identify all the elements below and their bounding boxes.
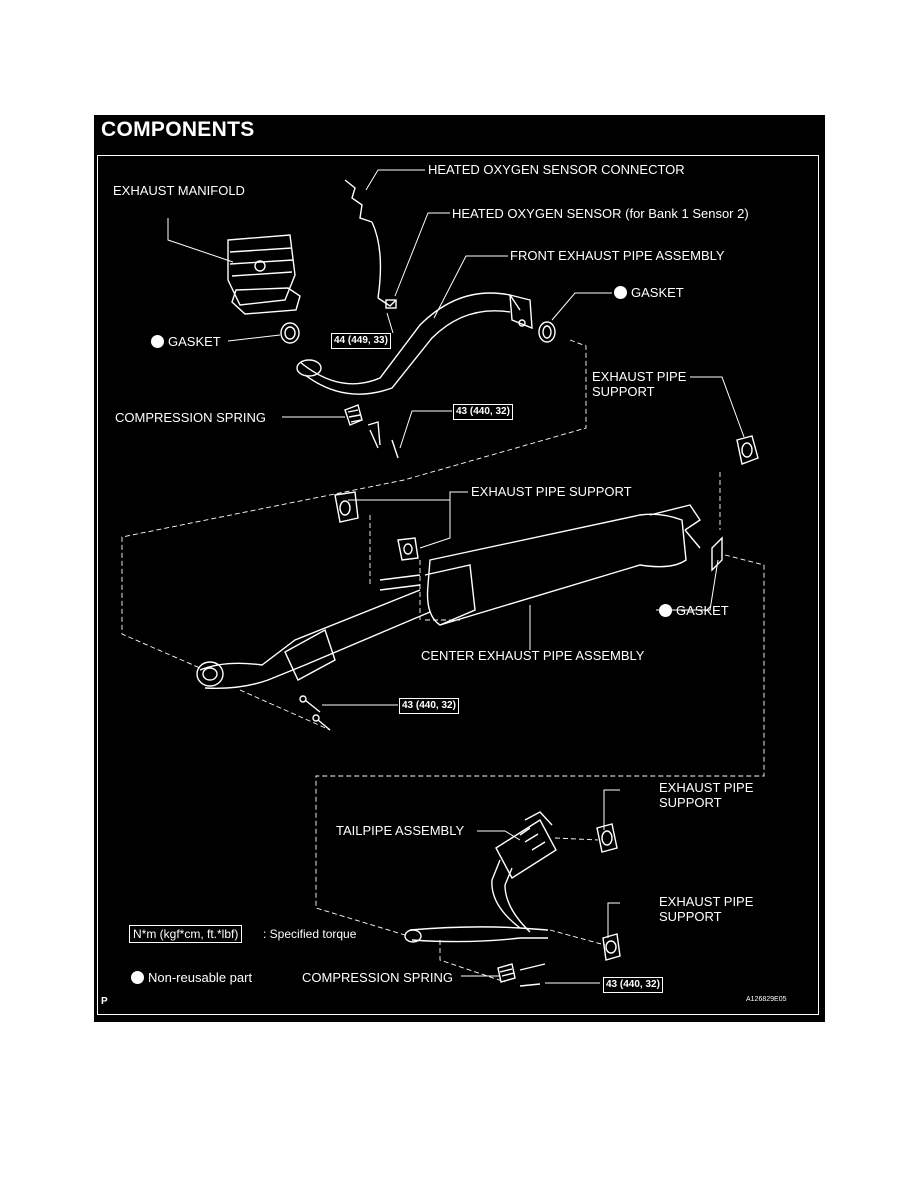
legend-torque-unit: N*m (kgf*cm, ft.*lbf) [129,925,243,943]
label-tailpipe-assembly: TAILPIPE ASSEMBLY [336,823,465,838]
dashed-guides [121,339,765,983]
spring-bolt-shapes-rear [497,963,546,987]
center-exhaust-pipe-shape [196,504,701,689]
diagram-frame [97,155,819,1015]
legend-torque-desc: : Specified torque [263,927,357,941]
non-reusable-dot-icon [614,286,627,299]
label-exhaust-pipe-support-1: EXHAUST PIPE SUPPORT [592,369,687,399]
center-bolts-shape [299,695,331,731]
label-compression-spring-1: COMPRESSION SPRING [115,410,266,425]
exhaust-manifold-shape [227,234,301,315]
leader-lines [167,169,745,984]
torque-box-4: 43 (440, 32) [603,977,663,993]
page-title: COMPONENTS [101,118,255,141]
label-exhaust-pipe-support-2: EXHAUST PIPE SUPPORT [471,484,632,499]
gasket-shapes [280,321,723,572]
torque-box-2: 43 (440, 32) [453,404,513,420]
label-gasket-left: GASKET [151,334,221,349]
front-exhaust-pipe-shape [296,292,533,395]
label-heated-oxygen-sensor-connector: HEATED OXYGEN SENSOR CONNECTOR [428,162,685,177]
torque-box-1: 44 (449, 33) [331,333,391,349]
non-reusable-dot-icon [659,604,672,617]
diagram-panel [94,115,825,1022]
non-reusable-dot-icon [151,335,164,348]
non-reusable-dot-icon [131,971,144,984]
tailpipe-assembly-shape [404,811,557,943]
oxygen-sensor-shape [344,179,397,309]
label-heated-oxygen-sensor: HEATED OXYGEN SENSOR (for Bank 1 Sensor … [452,206,749,221]
label-exhaust-pipe-support-3: EXHAUST PIPE SUPPORT [659,780,754,810]
pipe-support-shapes [334,435,759,961]
label-exhaust-pipe-support-4: EXHAUST PIPE SUPPORT [659,894,754,924]
label-gasket-front-right: GASKET [614,285,684,300]
torque-box-3: 43 (440, 32) [399,698,459,714]
label-front-exhaust-pipe-assembly: FRONT EXHAUST PIPE ASSEMBLY [510,248,725,263]
label-center-exhaust-pipe-assembly: CENTER EXHAUST PIPE ASSEMBLY [421,648,645,663]
corner-mark: P [101,996,108,1007]
spring-bolt-shapes-front [344,404,399,459]
label-gasket-center: GASKET [659,603,729,618]
legend-non-reusable: Non-reusable part [131,970,252,985]
label-compression-spring-2: COMPRESSION SPRING [302,970,453,985]
label-exhaust-manifold: EXHAUST MANIFOLD [113,183,245,198]
figure-code: A126829E05 [746,996,787,1003]
